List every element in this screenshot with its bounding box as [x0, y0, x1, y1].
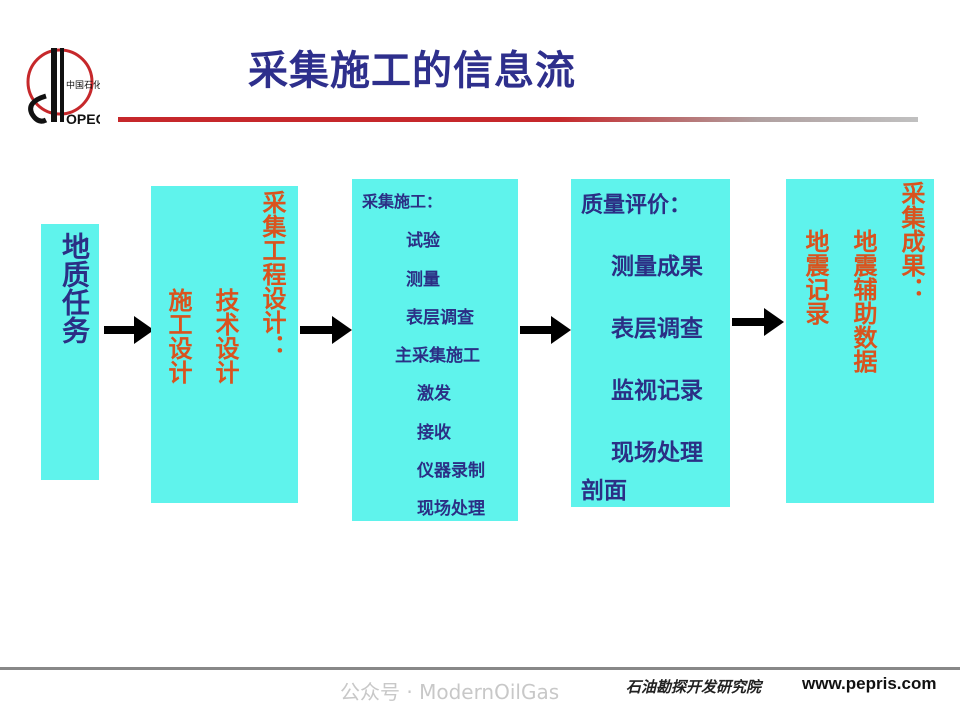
construction-design: 施工设计	[164, 288, 192, 384]
seismic-auxiliary-data: 地震辅助数据	[849, 229, 877, 373]
page-title: 采集施工的信息流	[248, 48, 576, 94]
footer-divider	[0, 667, 960, 670]
box-acquisition-results: 采集成果： 地震辅助数据 地震记录	[786, 179, 934, 503]
box-geology-task: 地质任务	[41, 224, 99, 480]
watermark: 公众号 · ModernOilGas	[340, 680, 560, 704]
acquisition-heading: 采集施工：	[362, 192, 443, 211]
sinopec-logo: OPEC 中国石化	[18, 44, 106, 128]
box-acquisition: 采集施工： 试验 测量 表层调查 主采集施工 激发 接收 仪器录制 现场处理	[352, 179, 518, 521]
svg-text:OPEC: OPEC	[66, 111, 100, 127]
quality-item: 现场处理	[611, 440, 703, 466]
quality-item: 监视记录	[611, 378, 703, 404]
acq-item: 激发	[417, 384, 451, 404]
geology-task-text: 地质任务	[58, 232, 91, 344]
acq-item: 现场处理	[417, 499, 485, 519]
arrow-3	[520, 316, 571, 344]
svg-text:中国石化: 中国石化	[66, 79, 100, 91]
results-heading: 采集成果：	[897, 181, 925, 301]
acq-item: 主采集施工	[395, 346, 480, 366]
arrow-2	[300, 316, 352, 344]
acq-item: 试验	[406, 231, 440, 251]
engineering-design-heading: 采集工程设计：	[258, 190, 286, 358]
box-quality-evaluation: 质量评价： 测量成果 表层调查 监视记录 现场处理 剖面	[571, 179, 730, 507]
quality-item: 剖面	[581, 478, 627, 504]
box-engineering-design: 采集工程设计： 技术设计 施工设计	[151, 186, 298, 503]
technical-design: 技术设计	[211, 288, 239, 384]
acq-item: 表层调查	[406, 308, 474, 328]
seismic-records: 地震记录	[801, 229, 829, 325]
title-divider	[118, 117, 918, 122]
arrow-1	[104, 316, 154, 344]
quality-heading: 质量评价：	[581, 193, 692, 218]
acq-item: 接收	[417, 423, 451, 443]
arrow-4	[732, 308, 784, 336]
quality-item: 测量成果	[611, 254, 703, 280]
footer-url[interactable]: www.pepris.com	[802, 674, 937, 693]
footer-org: 石油勘探开发研究院	[626, 678, 762, 696]
acq-item: 仪器录制	[417, 461, 485, 481]
quality-item: 表层调查	[611, 316, 703, 342]
acq-item: 测量	[406, 270, 440, 290]
